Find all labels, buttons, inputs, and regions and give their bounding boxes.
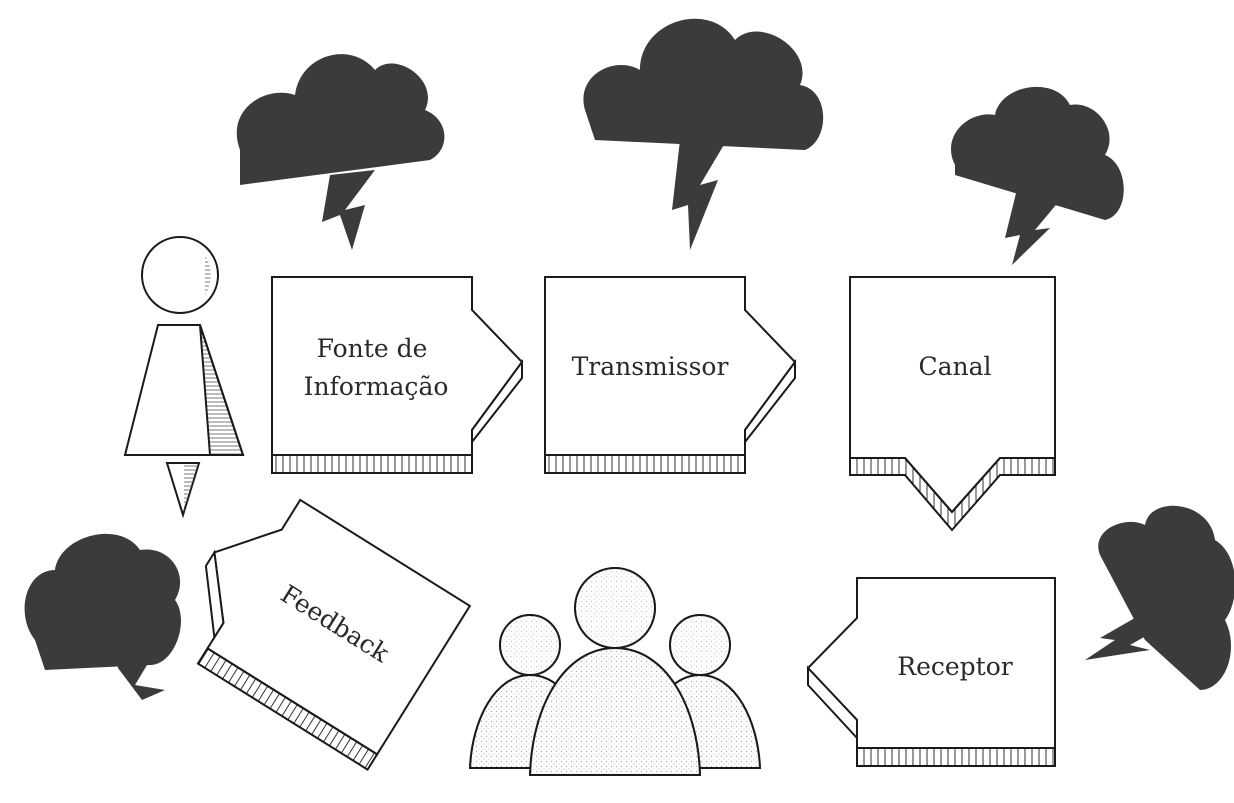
receiver-box: Receptor <box>806 577 1056 767</box>
source-label-line2: Informação <box>304 372 449 401</box>
storm-cloud-icon <box>950 86 1124 265</box>
person-icon <box>123 236 245 519</box>
storm-cloud-icon <box>24 533 181 700</box>
feedback-box: Feedback <box>196 498 472 771</box>
source-box: Fonte de Informação <box>271 276 524 474</box>
storm-cloud-icon <box>236 54 445 250</box>
storm-cloud-icon <box>1085 505 1234 690</box>
channel-box: Canal <box>849 276 1056 532</box>
audience-person-center <box>528 567 702 776</box>
storm-cloud-icon <box>583 18 824 250</box>
channel-label: Canal <box>918 352 991 381</box>
source-label-line1: Fonte de <box>317 334 428 363</box>
audience-icon <box>468 567 762 776</box>
transmitter-label: Transmissor <box>572 352 729 381</box>
receiver-label: Receptor <box>897 652 1013 681</box>
transmitter-box: Transmissor <box>544 276 797 474</box>
source-label: Fonte de Informação <box>304 334 449 401</box>
